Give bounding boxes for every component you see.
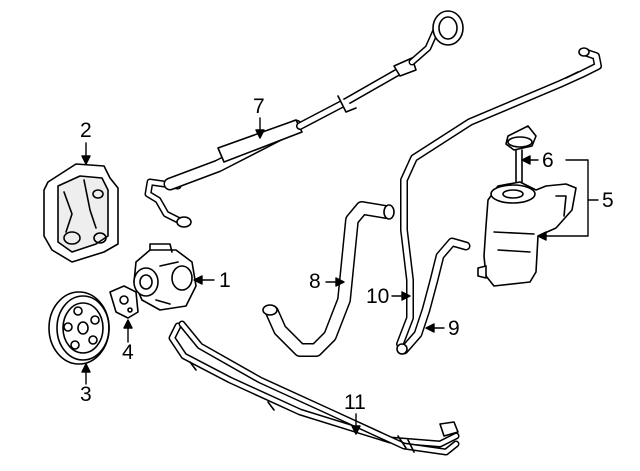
callout-4: 4 bbox=[122, 341, 134, 364]
callout-11: 11 bbox=[344, 391, 366, 414]
return-hose bbox=[262, 201, 395, 357]
callout-5: 5 bbox=[602, 189, 614, 212]
callout-10: 10 bbox=[366, 285, 390, 308]
pump-pulley bbox=[48, 291, 110, 365]
cooler-line bbox=[396, 47, 602, 348]
pressure-hose bbox=[144, 10, 464, 228]
callout-9: 9 bbox=[448, 317, 460, 340]
callout-7: 7 bbox=[253, 95, 265, 118]
callout-3: 3 bbox=[80, 383, 92, 406]
pump-bracket bbox=[43, 163, 119, 263]
power-steering-pump bbox=[133, 243, 197, 311]
leader-lines bbox=[81, 117, 599, 435]
callout-8: 8 bbox=[309, 270, 321, 293]
callout-2: 2 bbox=[80, 119, 92, 142]
reservoir bbox=[477, 181, 577, 287]
reservoir-cap bbox=[505, 125, 537, 183]
reservoir-hose bbox=[396, 237, 471, 355]
steering-lines bbox=[168, 320, 460, 456]
callout-1: 1 bbox=[219, 269, 231, 292]
callout-6: 6 bbox=[542, 149, 554, 172]
gasket bbox=[109, 285, 139, 319]
